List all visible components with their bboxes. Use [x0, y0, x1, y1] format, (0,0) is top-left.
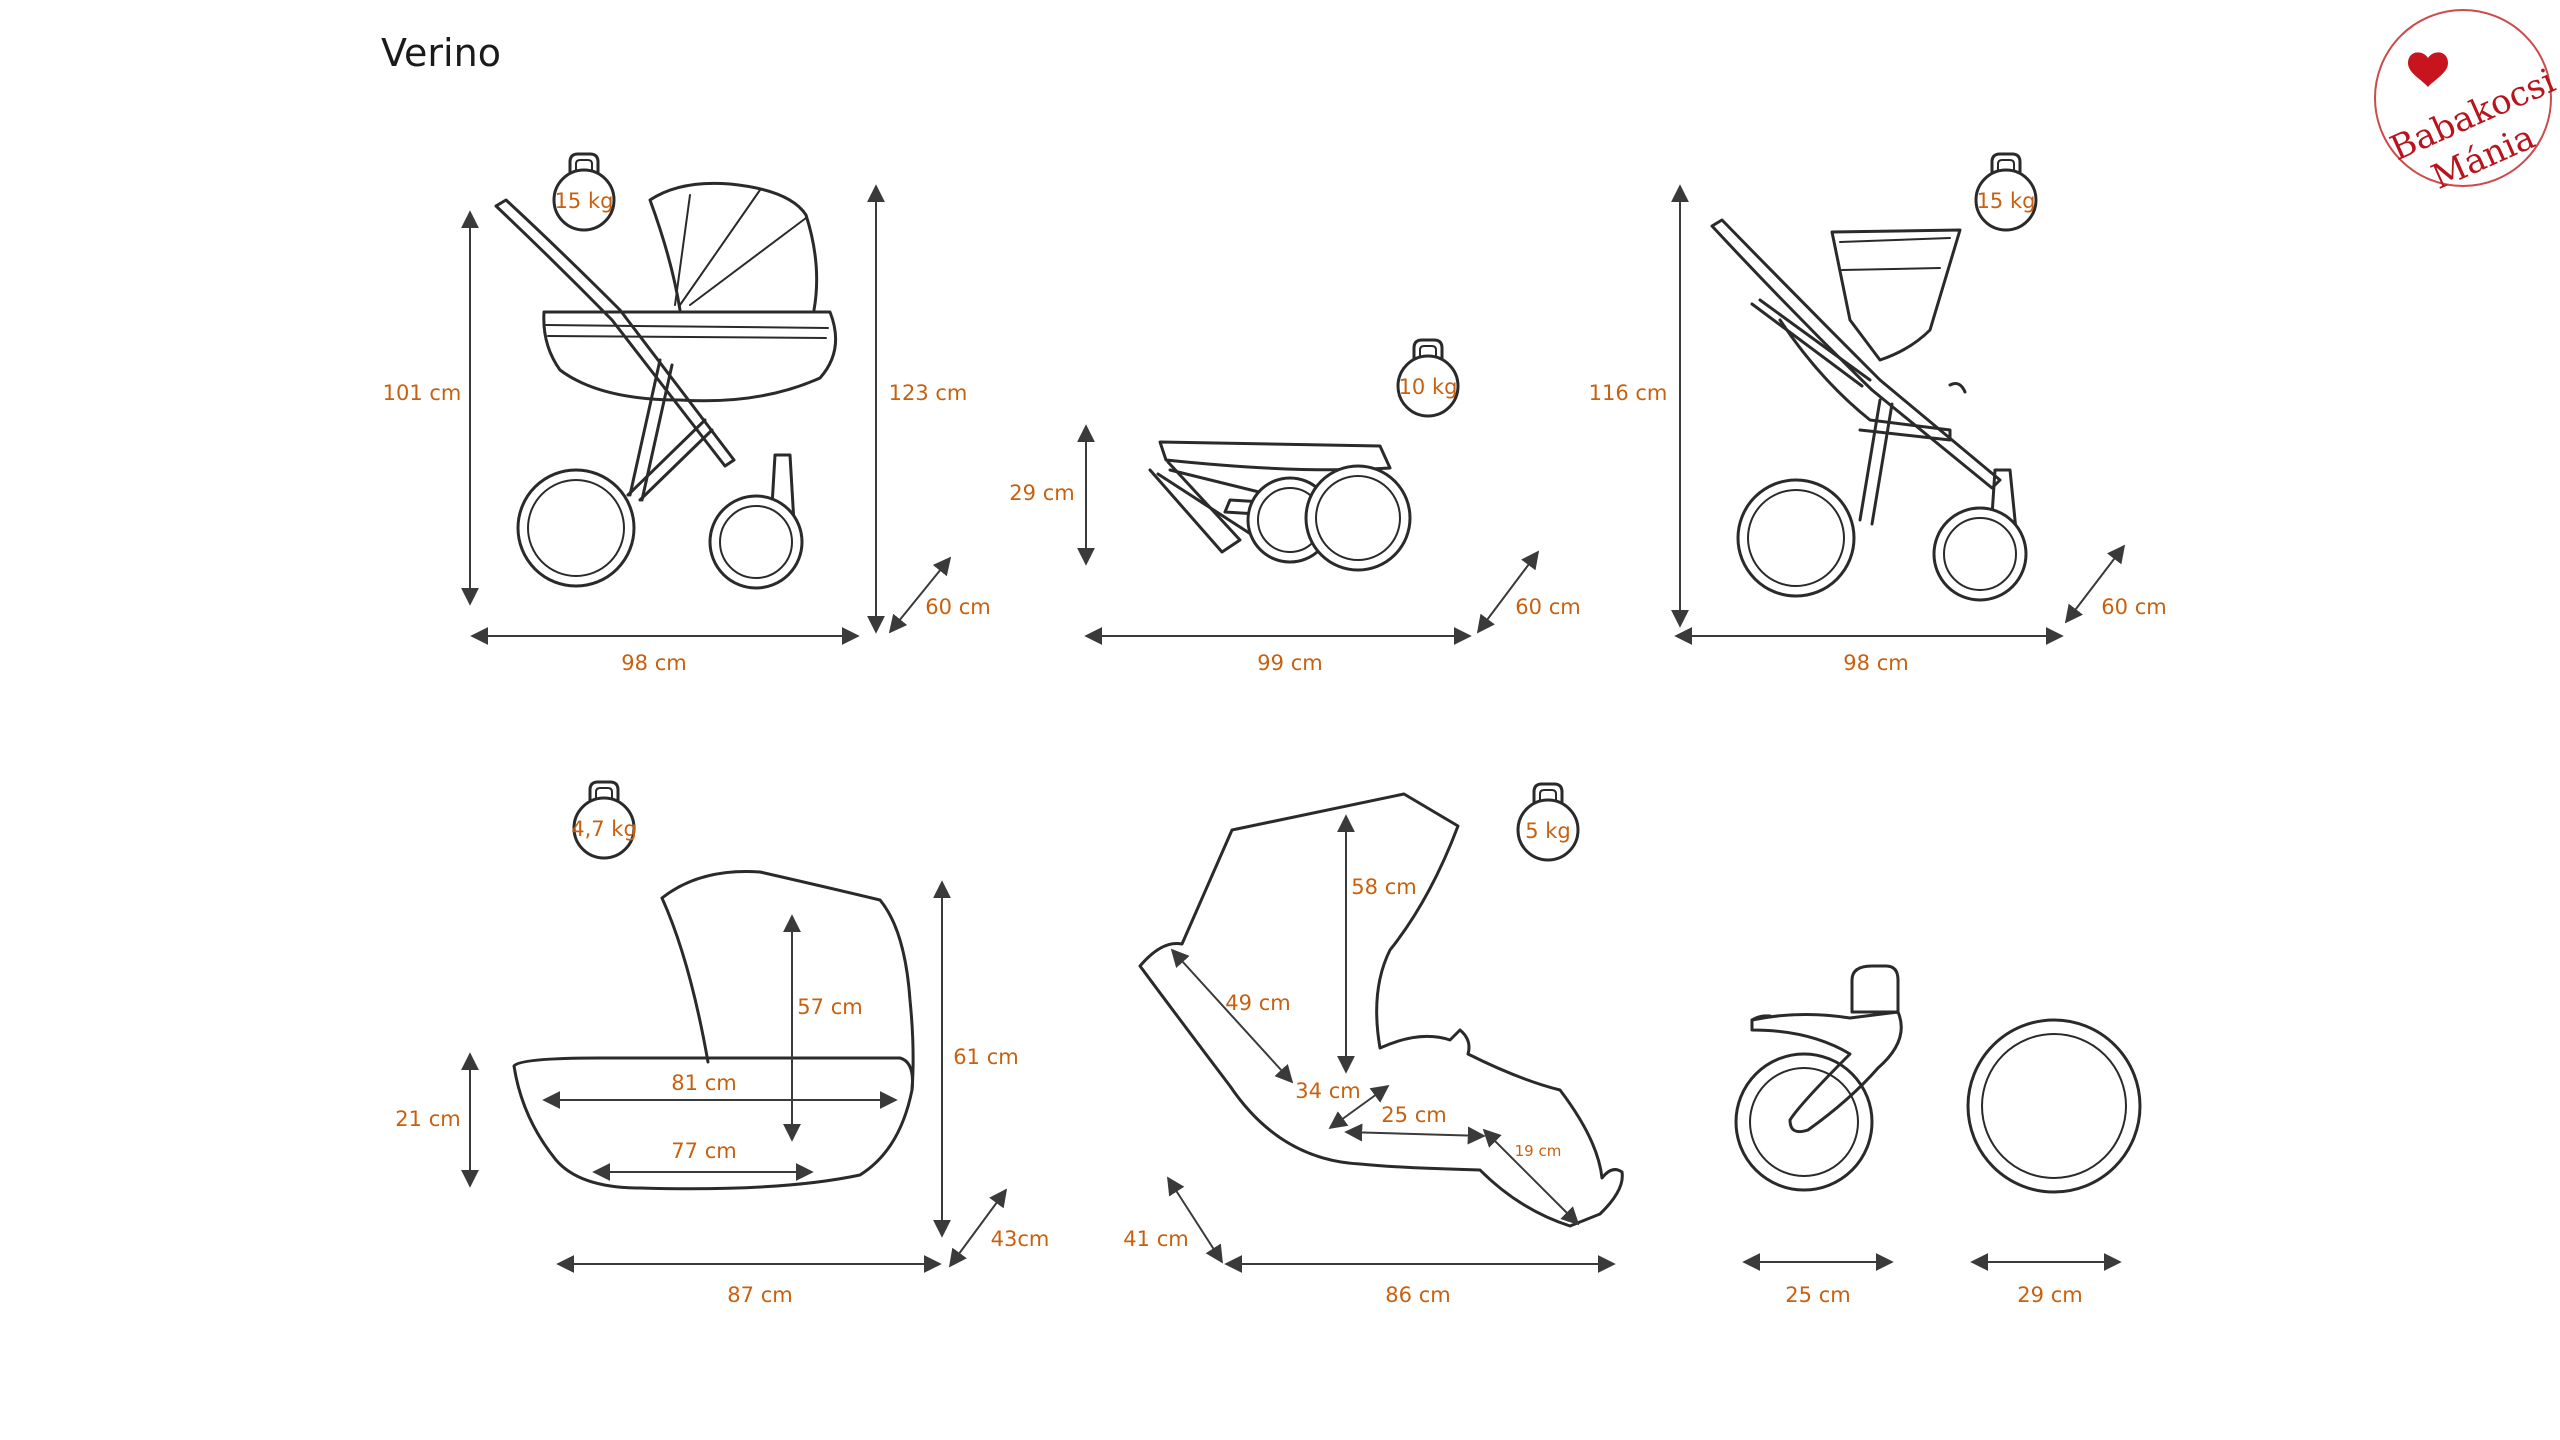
stroller-depth-arrow [2064, 544, 2126, 624]
seat-overall-depth-label: 41 cm [1123, 1227, 1188, 1251]
carrycot-weight: 4,7 kg [571, 817, 637, 841]
seat-back-length-label: 49 cm [1225, 991, 1290, 1015]
rear-wheel-label: 29 cm [2017, 1283, 2082, 1307]
pram-total-height-label: 123 cm [889, 381, 968, 405]
seat-drawing [1138, 792, 1624, 1228]
folded-weight: 10 kg [1399, 375, 1458, 399]
stroller-weight: 15 kg [1977, 189, 2036, 213]
carrycot-inner-top-label: 81 cm [671, 1071, 736, 1095]
front-wheel-drawing [1734, 964, 1903, 1192]
pram-length-label: 98 cm [621, 651, 686, 675]
kettlebell-weight-icon: 5 kg [1516, 782, 1580, 862]
wheels-diagram: 25 cm 29 cm [1734, 964, 2142, 1307]
seat-length-label: 86 cm [1385, 1283, 1450, 1307]
footrest-arrow [1482, 1128, 1580, 1226]
folded-diagram: 10 kg 29 cm 99 cm 60 cm [1009, 338, 1581, 675]
stroller-depth-label: 60 cm [2101, 595, 2166, 619]
pram-handle-height-label: 101 cm [383, 381, 462, 405]
pram-diagram: 15 kg 101 cm 123 cm 60 cm 98 cm [383, 152, 991, 675]
stroller-diagram: 15 kg 116 cm 98 cm 60 cm [1589, 152, 2167, 675]
carrycot-depth-arrow [948, 1188, 1008, 1268]
carrycot-length-label: 87 cm [727, 1283, 792, 1307]
kettlebell-weight-icon: 4,7 kg [571, 780, 637, 860]
footrest-label: 19 cm [1515, 1142, 1562, 1160]
folded-length-label: 99 cm [1257, 651, 1322, 675]
seat-depth-arrow [1344, 1123, 1486, 1145]
seat-back-length-arrow [1170, 948, 1294, 1084]
front-wheel-label: 25 cm [1785, 1283, 1850, 1307]
carrycot-drawing [512, 870, 915, 1191]
seat-width-label: 34 cm [1295, 1079, 1360, 1103]
kettlebell-weight-icon: 15 kg [552, 152, 616, 232]
folded-depth-arrow [1476, 550, 1540, 634]
folded-depth-label: 60 cm [1515, 595, 1580, 619]
rear-wheel-drawing [1966, 1018, 2142, 1194]
heart-icon [2408, 52, 2448, 87]
pram-depth-arrow [888, 556, 952, 634]
carrycot-total-height-label: 61 cm [953, 1045, 1018, 1069]
seat-back-height-label: 58 cm [1351, 875, 1416, 899]
pram-drawing [494, 181, 838, 590]
seat-depth-label: 25 cm [1381, 1103, 1446, 1127]
stroller-length-label: 98 cm [1843, 651, 1908, 675]
kettlebell-weight-icon: 15 kg [1974, 152, 2038, 232]
seat-diagram: 5 kg 58 cm 49 cm 34 cm 25 cm 19 cm 41 cm… [1123, 782, 1624, 1307]
pram-depth-label: 60 cm [925, 595, 990, 619]
pram-weight: 15 kg [555, 189, 614, 213]
brand-logo: Babakocsi Mánia [2374, 9, 2560, 198]
carrycot-hood-height-label: 57 cm [797, 995, 862, 1019]
stroller-drawing [1710, 218, 2028, 602]
carrycot-body-height-label: 21 cm [395, 1107, 460, 1131]
page-title: Verino [381, 31, 501, 75]
carrycot-diagram: 4,7 kg 21 cm 57 cm 81 cm 77 cm 61 cm 43c… [395, 780, 1050, 1307]
carrycot-inner-bottom-label: 77 cm [671, 1139, 736, 1163]
folded-drawing [1148, 440, 1412, 572]
kettlebell-weight-icon: 10 kg [1396, 338, 1460, 418]
seat-depth-diag-arrow [1167, 1176, 1223, 1264]
stroller-height-label: 116 cm [1589, 381, 1668, 405]
carrycot-depth-label: 43cm [991, 1227, 1050, 1251]
folded-height-label: 29 cm [1009, 481, 1074, 505]
seat-weight: 5 kg [1525, 819, 1571, 843]
seat-width-arrow [1328, 1084, 1390, 1130]
